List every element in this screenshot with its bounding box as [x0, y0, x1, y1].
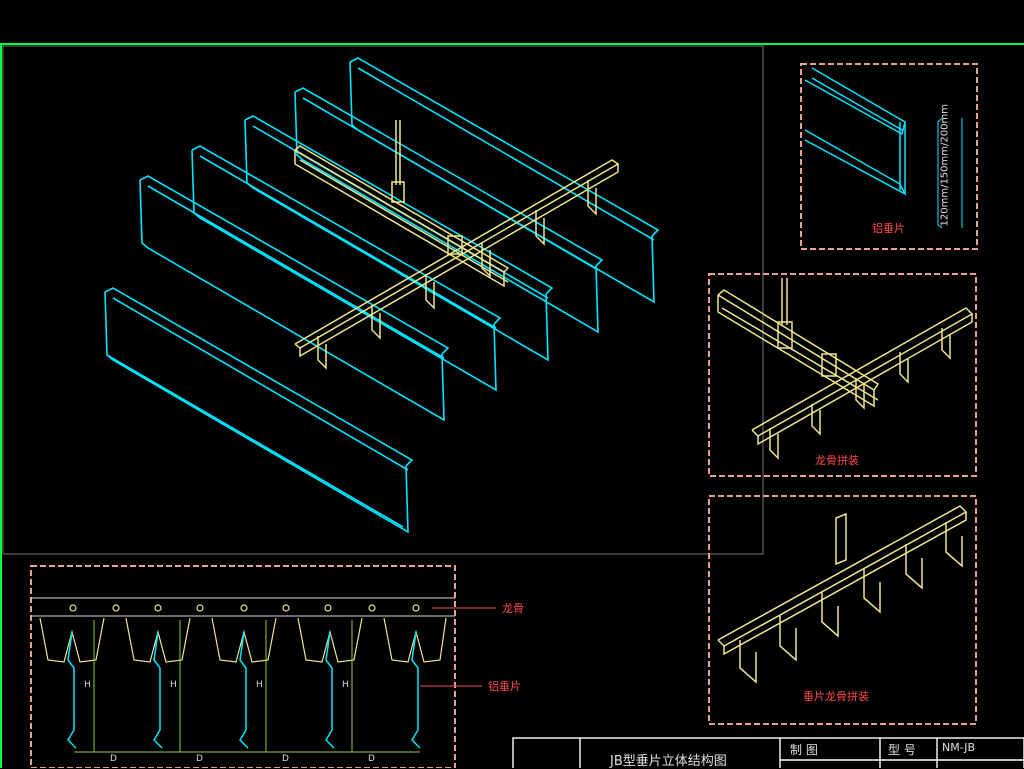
- section-slats: [67, 631, 421, 749]
- detail-keel-assembly-box: [708, 273, 977, 477]
- height-mark: H: [170, 680, 177, 690]
- section-keel: [31, 597, 455, 617]
- slat: [244, 115, 554, 362]
- model-label: 型 号: [888, 743, 916, 757]
- slat: [104, 287, 414, 534]
- slat: [139, 175, 450, 422]
- detail-slat-keel-box: [708, 495, 977, 725]
- spacing-mark: D: [282, 754, 289, 764]
- slat-group: [104, 57, 660, 534]
- title-block: [512, 737, 1024, 768]
- keel-holes: [69, 604, 420, 612]
- section-slat-label: 铝垂片: [488, 680, 521, 693]
- slat: [191, 145, 502, 392]
- slat-height-note: 120mm/150mm/200mm: [939, 104, 951, 227]
- slat-detail-label: 铝垂片: [872, 222, 905, 235]
- height-mark: H: [84, 680, 91, 690]
- spacing-mark: D: [110, 754, 117, 764]
- spacing-mark: D: [368, 754, 375, 764]
- drawn-by-label: 制 图: [790, 743, 818, 757]
- section-view: [30, 565, 496, 768]
- drawing-title: JB型垂片立体结构图: [610, 754, 727, 769]
- keel-assembly: [294, 120, 620, 370]
- height-mark: H: [256, 680, 263, 690]
- main-isometric-view: [104, 57, 660, 534]
- main-view-viewport: [2, 45, 764, 555]
- slat-keel-assembly-label: 垂片龙骨拼装: [803, 690, 869, 703]
- slat: [294, 87, 604, 334]
- leader-lines: [420, 607, 496, 687]
- section-keel-label: 龙骨: [502, 602, 524, 615]
- model-value: NM-JB: [942, 741, 976, 754]
- detail-slat-box: [800, 63, 978, 250]
- dimension-lines: [74, 620, 420, 753]
- spacing-mark: D: [196, 754, 203, 764]
- keel-assembly-label: 龙骨拼装: [815, 454, 859, 467]
- drawing-frame: [0, 43, 1024, 768]
- height-mark: H: [342, 680, 349, 690]
